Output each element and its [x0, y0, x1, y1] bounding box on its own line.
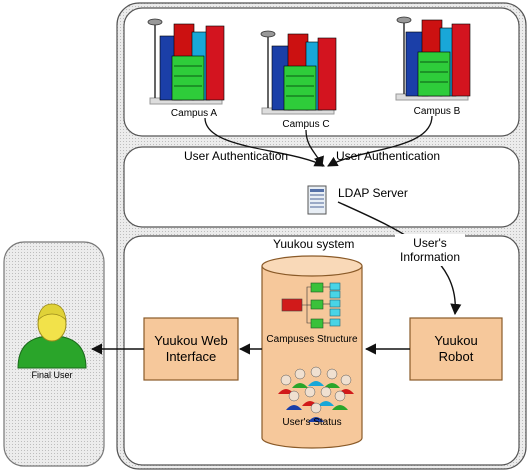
- campus-b-buildings-icon: [395, 16, 471, 101]
- auth-arrow-campus-c: [305, 129, 324, 167]
- campus-c-label: Campus C: [282, 119, 329, 130]
- yuukou-system-title: Yuukou system: [273, 237, 354, 251]
- auth-arrow-campus-a: [204, 117, 325, 167]
- users-status-label: User's Status: [282, 417, 341, 428]
- yuukou-robot-label-line2: Robot: [439, 349, 474, 364]
- ldap-server-icon: [307, 185, 327, 215]
- campus-b-label: Campus B: [414, 106, 461, 117]
- campus-a-label: Campus A: [171, 108, 217, 119]
- yuukou-robot-label-line1: Yuukou: [434, 333, 477, 348]
- ldap-server-label: LDAP Server: [338, 186, 408, 200]
- campus-c-buildings-icon: [260, 30, 337, 115]
- campuses-structure-label: Campuses Structure: [266, 334, 358, 345]
- campus-structure-tree-icon: [281, 282, 341, 329]
- campus-a-buildings-icon: [147, 18, 225, 105]
- user-information-label-line1: User's: [413, 236, 447, 250]
- yuukou-web-label-line2: Interface: [166, 349, 217, 364]
- auth-arrow-campus-b: [327, 115, 433, 167]
- user-information-label-bg: [395, 234, 465, 266]
- user-authentication-left-label: User Authentication: [184, 149, 288, 163]
- yuukou-web-label-line1: Yuukou Web: [154, 333, 227, 348]
- user-information-label-line2: Information: [400, 250, 460, 264]
- final-user-icon: [17, 303, 87, 369]
- final-user-label: Final User: [31, 370, 72, 380]
- users-status-crowd-icon: [278, 366, 354, 422]
- user-authentication-right-label: User Authentication: [336, 149, 440, 163]
